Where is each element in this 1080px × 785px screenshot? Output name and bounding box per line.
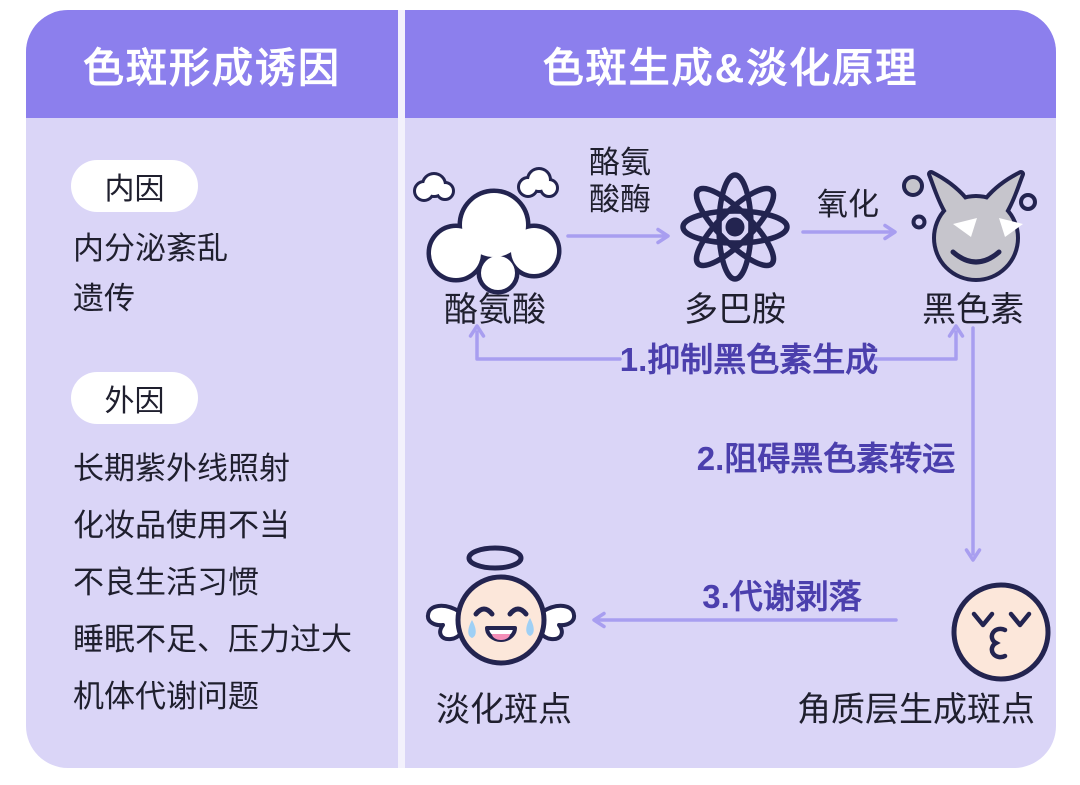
arrowhead-left-icon bbox=[592, 611, 606, 629]
step-exfoliate-label: 3.代谢剥落 bbox=[702, 578, 862, 615]
right-panel-title: 色斑生成&淡化原理 bbox=[542, 45, 919, 91]
step-inhibit-label: 1.抑制黑色素生成 bbox=[619, 341, 879, 378]
external-causes-badge: 外因 bbox=[71, 372, 198, 424]
tyrosinase-line2: 酸酶 bbox=[589, 182, 651, 217]
internal-causes-badge-label: 内因 bbox=[104, 173, 165, 206]
kiss-eye bbox=[971, 611, 995, 628]
header-band bbox=[26, 10, 1056, 118]
angel-eye bbox=[473, 606, 495, 617]
kiss-face-icon bbox=[951, 582, 1051, 682]
tear-icon bbox=[526, 618, 534, 636]
angel-tongue bbox=[492, 634, 510, 640]
external-causes-list: 长期紫外线照射 化妆品使用不当 不良生活习惯 睡眠不足、压力过大 机体代谢问题 bbox=[73, 440, 352, 725]
faded-spots-label: 淡化斑点 bbox=[436, 691, 572, 729]
external-cause-item: 长期紫外线照射 bbox=[73, 451, 290, 486]
arrowhead-right-icon bbox=[883, 223, 897, 241]
melanin-bubble bbox=[902, 175, 924, 197]
tyrosinase-line1: 酪氨 bbox=[589, 145, 651, 180]
external-cause-item: 化妆品使用不当 bbox=[73, 508, 290, 543]
external-cause-item: 睡眠不足、压力过大 bbox=[73, 622, 352, 657]
melanin-label: 黑色素 bbox=[922, 291, 1024, 329]
step-block-label: 2.阻碍黑色素转运 bbox=[696, 440, 956, 477]
internal-causes-badge: 内因 bbox=[71, 160, 198, 212]
oxidation-label: 氧化 bbox=[817, 187, 879, 222]
tyrosine-label: 酪氨酸 bbox=[444, 291, 546, 329]
tear-icon bbox=[468, 620, 476, 638]
angel-head bbox=[455, 574, 547, 666]
card: 色斑形成诱因 色斑生成&淡化原理 内因 内分泌紊乱 遗传 外因 长期紫外线照射 … bbox=[26, 10, 1056, 768]
melanin-bubble bbox=[1019, 193, 1037, 211]
cloud-icon bbox=[413, 167, 562, 295]
arrowhead-up-icon bbox=[468, 324, 486, 338]
inhibit-loop-right bbox=[872, 330, 958, 361]
kiss-head bbox=[951, 582, 1051, 682]
devil-face-icon bbox=[902, 170, 1037, 282]
devil-eye bbox=[953, 218, 977, 237]
arrowhead-right-icon bbox=[656, 227, 670, 245]
stratum-spots-label: 角质层生成斑点 bbox=[797, 691, 1035, 729]
halo-icon bbox=[466, 545, 524, 571]
internal-cause-item: 遗传 bbox=[73, 281, 135, 316]
devil-smile bbox=[950, 249, 1002, 265]
arrowhead-down-icon bbox=[964, 548, 982, 562]
internal-causes-list: 内分泌紊乱 遗传 bbox=[73, 224, 228, 324]
devil-eye bbox=[999, 218, 1023, 237]
panel-divider bbox=[398, 10, 405, 768]
external-cause-item: 不良生活习惯 bbox=[73, 565, 259, 600]
external-causes-badge-label: 外因 bbox=[104, 385, 165, 418]
melanin-bubble bbox=[911, 214, 927, 230]
external-cause-item: 机体代谢问题 bbox=[73, 679, 259, 714]
left-panel-title: 色斑形成诱因 bbox=[83, 45, 341, 91]
angel-eye bbox=[507, 606, 529, 617]
flow-arrows-layer bbox=[468, 223, 982, 629]
kiss-mouth bbox=[989, 626, 1008, 660]
kiss-eye bbox=[1008, 611, 1032, 628]
arrowhead-up-icon bbox=[947, 324, 965, 338]
inhibit-loop-left bbox=[475, 330, 622, 361]
internal-cause-item: 内分泌紊乱 bbox=[73, 231, 228, 266]
atom-icon bbox=[680, 172, 790, 282]
angel-face-icon bbox=[425, 545, 577, 666]
tyrosinase-label: 酪氨 酸酶 bbox=[589, 144, 651, 218]
dopamine-label: 多巴胺 bbox=[684, 291, 786, 329]
